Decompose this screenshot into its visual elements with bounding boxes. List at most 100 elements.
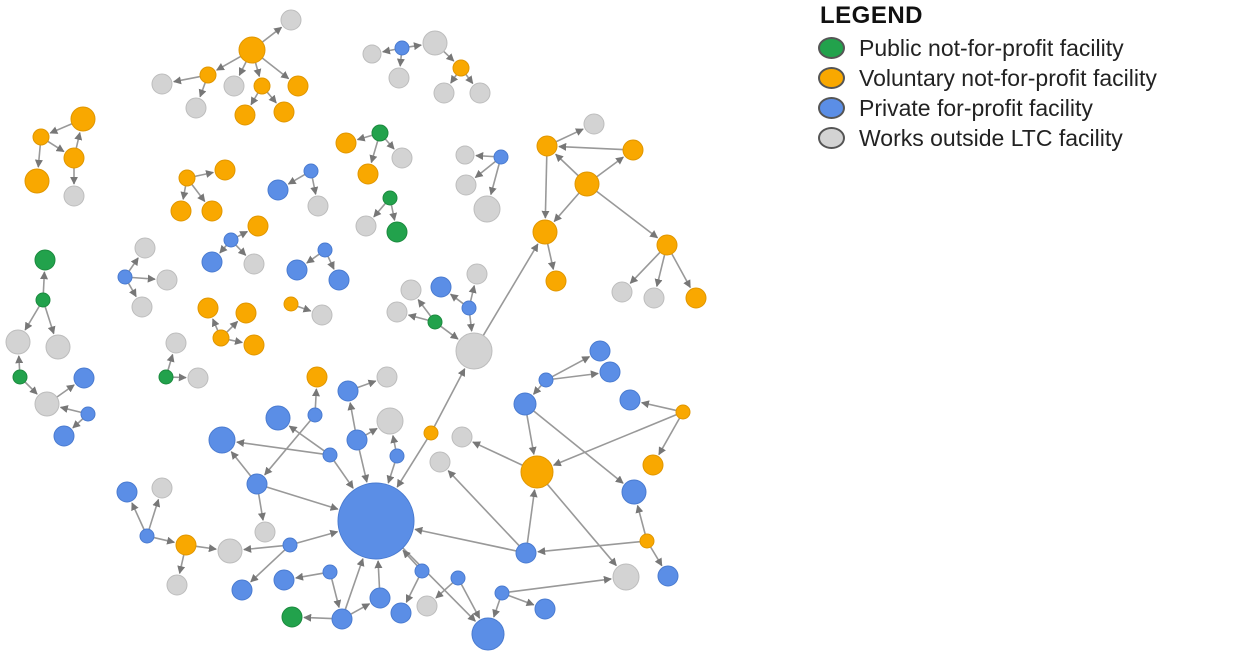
network-edge	[408, 42, 422, 51]
legend-label: Voluntary not-for-profit facility	[859, 64, 1157, 91]
network-edge	[417, 298, 432, 317]
node-public	[281, 606, 303, 628]
legend-item-public: Public not-for-profit facility	[818, 33, 1157, 63]
node-private	[53, 425, 75, 447]
legend-label: Public not-for-profit facility	[859, 34, 1124, 61]
network-edge	[492, 599, 501, 618]
node-private	[331, 608, 353, 630]
node-private	[286, 259, 308, 281]
node-outside	[5, 329, 31, 355]
network-edge	[384, 138, 395, 150]
node-outside	[63, 185, 85, 207]
network-edge	[552, 413, 677, 467]
network-edge	[640, 400, 677, 412]
node-outside	[433, 82, 455, 104]
network-edge	[654, 254, 666, 288]
node-voluntary	[545, 270, 567, 292]
node-voluntary	[622, 139, 644, 161]
node-public	[386, 221, 408, 243]
node-outside	[469, 82, 491, 104]
node-outside	[355, 215, 377, 237]
network-edge	[253, 62, 262, 78]
network-edge	[365, 427, 378, 436]
node-voluntary	[24, 168, 50, 194]
network-edge	[474, 160, 497, 179]
node-voluntary	[243, 334, 265, 356]
node-private	[246, 473, 268, 495]
network-edge	[596, 190, 659, 239]
node-voluntary	[253, 77, 271, 95]
network-edge	[191, 183, 206, 203]
network-edge	[350, 603, 371, 615]
node-public	[35, 292, 51, 308]
node-outside	[280, 9, 302, 31]
node-private	[73, 367, 95, 389]
network-edge	[347, 402, 356, 431]
network-edge	[266, 91, 277, 104]
network-edge	[264, 419, 312, 476]
network-edge	[44, 306, 56, 335]
network-edge	[180, 185, 189, 200]
network-edge	[72, 418, 84, 429]
node-outside	[187, 367, 209, 389]
node-outside	[134, 237, 156, 259]
node-private	[117, 269, 133, 285]
node-voluntary	[214, 159, 236, 181]
network-edge	[327, 256, 335, 270]
network-edge	[131, 502, 145, 530]
node-voluntary	[63, 147, 85, 169]
node-private	[208, 426, 236, 454]
node-private	[337, 482, 415, 560]
node-private	[303, 163, 319, 179]
legend-label: Works outside LTC facility	[859, 124, 1123, 151]
node-voluntary	[685, 287, 707, 309]
node-outside	[243, 253, 265, 275]
node-voluntary	[675, 404, 691, 420]
node-voluntary	[70, 106, 96, 132]
network-edge	[396, 54, 405, 67]
network-edge	[373, 202, 387, 218]
node-private	[265, 405, 291, 431]
network-edge	[596, 156, 624, 178]
node-voluntary	[212, 329, 230, 347]
node-private	[515, 542, 537, 564]
network-edge	[333, 460, 354, 489]
network-edge	[433, 368, 466, 428]
node-voluntary	[642, 454, 664, 476]
network-edge	[257, 493, 266, 521]
node-private	[538, 372, 554, 388]
network-edge	[215, 55, 242, 71]
network-edge	[250, 92, 259, 106]
network-edge	[296, 529, 339, 544]
network-edge	[261, 26, 283, 43]
node-outside	[151, 477, 173, 499]
node-voluntary	[235, 302, 257, 324]
network-edge	[172, 75, 201, 85]
node-public	[34, 249, 56, 271]
node-private	[201, 251, 223, 273]
network-edge	[532, 384, 542, 395]
node-outside	[388, 67, 410, 89]
network-edge	[24, 381, 38, 395]
node-outside	[311, 304, 333, 326]
node-public	[12, 369, 28, 385]
node-voluntary	[199, 66, 217, 84]
network-edge	[24, 305, 41, 331]
network-edge	[460, 583, 481, 619]
node-private	[619, 389, 641, 411]
node-private	[346, 429, 368, 451]
node-outside	[223, 75, 245, 97]
network-edge	[475, 152, 495, 161]
node-private	[461, 300, 477, 316]
node-private	[273, 569, 295, 591]
node-voluntary	[287, 75, 309, 97]
network-edge	[546, 483, 617, 567]
legend-item-outside: Works outside LTC facility	[818, 123, 1157, 153]
node-outside	[376, 366, 398, 388]
network-edge	[671, 253, 691, 289]
network-edge	[555, 128, 584, 143]
node-outside	[386, 301, 408, 323]
node-outside	[612, 563, 640, 591]
network-edge	[295, 572, 324, 581]
